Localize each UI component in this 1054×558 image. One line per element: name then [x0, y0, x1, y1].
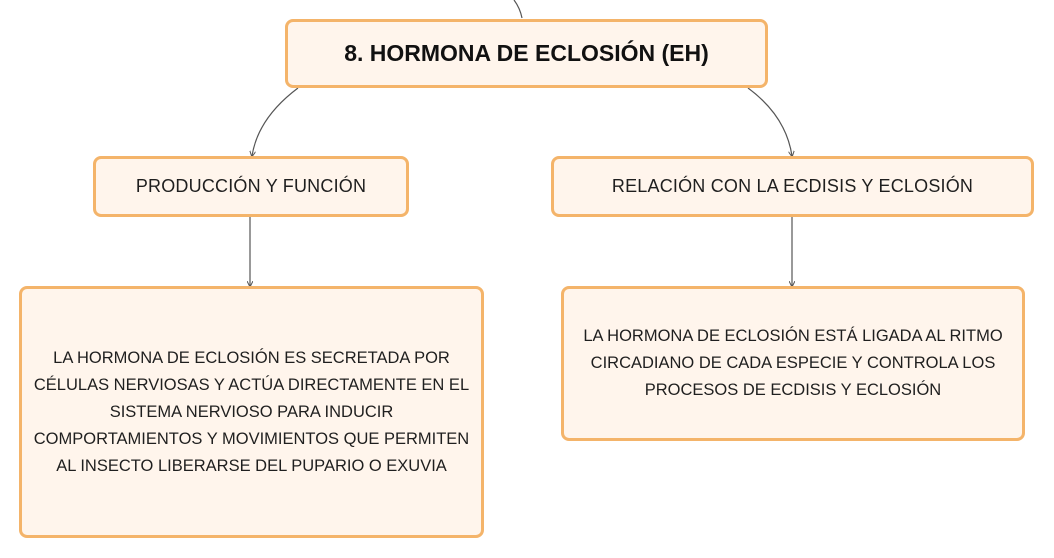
detail-node-text: LA HORMONA DE ECLOSIÓN ESTÁ LIGADA AL RI…	[583, 327, 1003, 399]
root-node-label: 8. HORMONA DE ECLOSIÓN (EH)	[344, 40, 709, 66]
root-node[interactable]: 8. HORMONA DE ECLOSIÓN (EH)	[285, 19, 768, 88]
detail-node-relacion[interactable]: LA HORMONA DE ECLOSIÓN ESTÁ LIGADA AL RI…	[561, 286, 1025, 441]
detail-node-produccion[interactable]: LA HORMONA DE ECLOSIÓN ES SECRETADA POR …	[19, 286, 484, 538]
connector-root-to-left	[252, 87, 299, 156]
topic-node-relacion[interactable]: RELACIÓN CON LA ECDISIS Y ECLOSIÓN	[551, 156, 1034, 217]
topic-node-label: PRODUCCIÓN Y FUNCIÓN	[135, 176, 367, 196]
topic-node-produccion[interactable]: PRODUCCIÓN Y FUNCIÓN	[93, 156, 409, 217]
connector-root-to-right	[747, 87, 792, 156]
connector-incoming	[513, 0, 523, 19]
topic-node-label: RELACIÓN CON LA ECDISIS Y ECLOSIÓN	[611, 176, 974, 196]
detail-node-text: LA HORMONA DE ECLOSIÓN ES SECRETADA POR …	[33, 348, 470, 475]
